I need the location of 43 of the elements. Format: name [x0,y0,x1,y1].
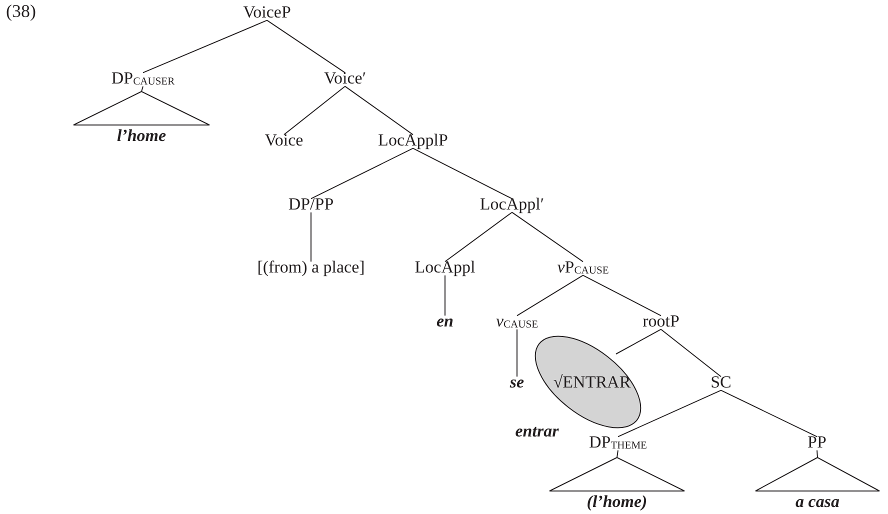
node-label: LocApplP [378,132,448,150]
tree-branch [660,328,722,378]
node-label: SC [710,374,732,392]
leaf-word: (l’home) [586,493,648,512]
node-label: vP$_{CAUSE}$ [557,258,609,278]
node-label: PP [808,434,826,452]
tree-branch [344,86,414,136]
tree-branch [816,450,818,458]
node-label: DP$_{CAUSER}$ [111,70,175,88]
tree-branch [142,20,268,74]
node-label: LocAppl′ [480,196,544,214]
example-number: (38) [6,2,36,22]
tree-branch [616,328,662,354]
tree-branch [310,148,414,200]
tree-branch [412,148,512,200]
node-label: DP/PP [288,196,334,214]
tree-branch [444,212,512,262]
tree-branch [582,274,662,316]
tree-branch [266,20,346,74]
tree-branch [616,450,618,458]
tree-branch [720,390,818,438]
leaf-word: l’home [116,127,166,146]
leaf-word: entrar [515,422,559,442]
node-label: √ENTRAR [553,374,631,392]
leaf-word: se [510,374,524,392]
tree-branch [618,390,722,438]
tree-branch [444,274,446,316]
node-label: [(from) a place] [257,258,365,278]
tree-branch [284,86,346,136]
tree-branch [310,212,312,262]
tree-branch [516,328,518,378]
tree-branch [516,274,584,316]
node-label: Voice′ [324,70,366,88]
node-label: Voice [264,132,304,150]
node-label: DP$_{THEME}$ [589,434,647,452]
tree-branch [141,86,144,92]
tree-branch [512,212,584,262]
node-label: v$_{CAUSE}$ [496,312,538,332]
leaf-word: a casa [796,493,840,512]
node-label: LocAppl [414,258,476,278]
leaf-word: en [436,312,454,332]
node-label: rootP [642,312,680,332]
node-label: VoiceP [243,4,291,22]
